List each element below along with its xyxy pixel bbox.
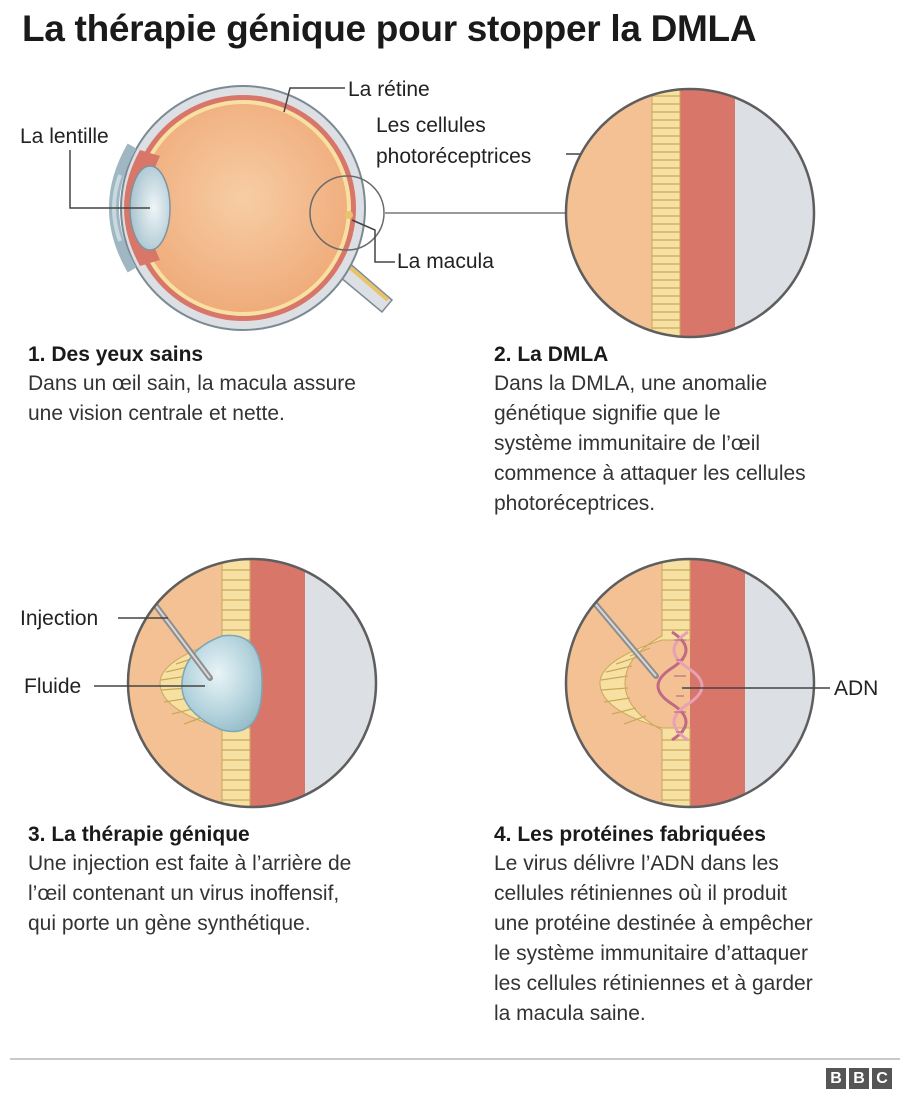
step-2-title: 2. La DMLA: [494, 343, 609, 366]
step-2: 2. La DMLA Dans la DMLA, une anomalie gé…: [494, 341, 910, 519]
label-retina: La rétine: [348, 78, 430, 101]
step-1-title: 1. Des yeux sains: [28, 343, 204, 366]
step-2-line-1: Dans la DMLA, une anomalie: [494, 372, 768, 395]
step-3-title: 3. La thérapie génique: [28, 823, 250, 846]
retina-section-dna: [566, 559, 814, 807]
bbc-logo-letter-2: B: [849, 1068, 869, 1089]
footer-divider: [10, 1058, 900, 1060]
step-4-line-5: les cellules rétiniennes et à garder: [494, 972, 813, 995]
retina-section-healthy: [566, 89, 814, 337]
step-3: 3. La thérapie génique Une injection est…: [28, 821, 448, 939]
retina-section-injection: [128, 559, 376, 807]
bbc-logo: B B C: [826, 1068, 892, 1089]
step-1-line-1: Dans un œil sain, la macula assure: [28, 372, 356, 395]
step-2-line-3: système immunitaire de l’œil: [494, 432, 761, 455]
step-2-line-2: génétique signifie que le: [494, 402, 721, 425]
step-3-line-2: l’œil contenant un virus inoffensif,: [28, 882, 340, 905]
step-4-line-6: la macula saine.: [494, 1002, 646, 1025]
step-1-line-2: une vision centrale et nette.: [28, 402, 285, 425]
step-3-line-3: qui porte un gène synthétique.: [28, 912, 311, 935]
step-4: 4. Les protéines fabriquées Le virus dél…: [494, 821, 910, 1029]
step-4-line-2: cellules rétiniennes où il produit: [494, 882, 788, 905]
label-injection: Injection: [20, 607, 98, 630]
label-photoreceptors-2: photoréceptrices: [376, 145, 531, 168]
step-4-title: 4. Les protéines fabriquées: [494, 823, 766, 846]
step-3-line-1: Une injection est faite à l’arrière de: [28, 852, 352, 875]
step-4-line-1: Le virus délivre l’ADN dans les: [494, 852, 779, 875]
eye-illustration: [109, 85, 566, 331]
step-4-line-4: le système immunitaire d’attaquer: [494, 942, 808, 965]
step-2-line-5: photoréceptrices.: [494, 492, 656, 515]
label-fluid: Fluide: [24, 675, 81, 698]
bbc-logo-letter-3: C: [872, 1068, 892, 1089]
label-dna: ADN: [834, 677, 878, 700]
page-title: La thérapie génique pour stopper la DMLA: [22, 8, 757, 49]
step-4-line-3: une protéine destinée à empêcher: [494, 912, 813, 935]
label-lens: La lentille: [20, 125, 109, 148]
bbc-logo-letter-1: B: [826, 1068, 846, 1089]
label-photoreceptors-1: Les cellules: [376, 114, 486, 137]
leader-lines-3: [94, 617, 205, 687]
step-1: 1. Des yeux sains Dans un œil sain, la m…: [28, 341, 448, 429]
diagram-artwork: La lentille La rétine Les cellules photo…: [20, 78, 878, 809]
step-2-line-4: commence à attaquer les cellules: [494, 462, 806, 485]
label-macula: La macula: [397, 250, 494, 273]
